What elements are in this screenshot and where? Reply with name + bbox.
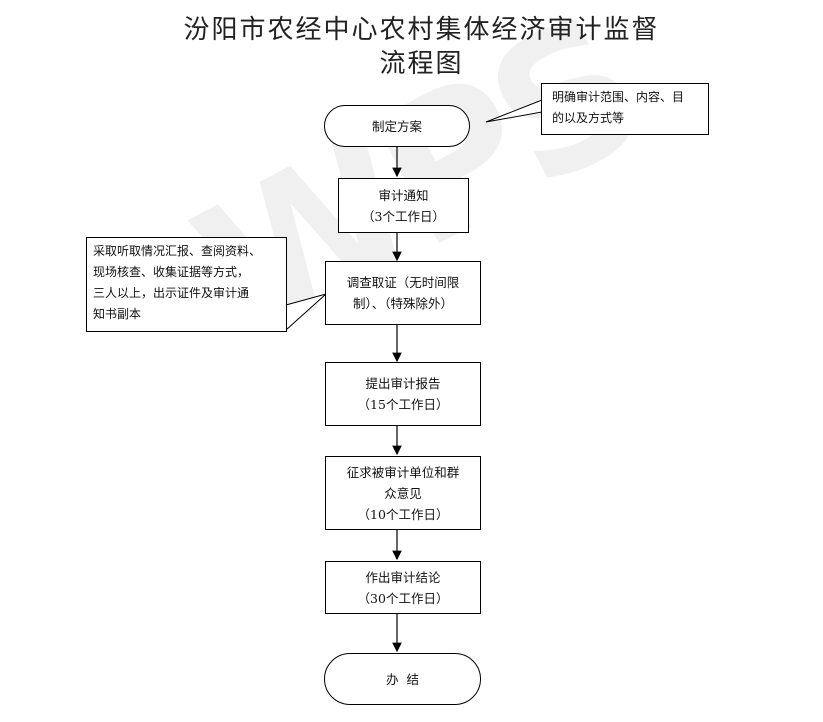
step-plan: 制定方案 — [324, 105, 470, 147]
diagram-title-line2: 流程图 — [379, 49, 464, 79]
step-opinion-line3: （10个工作日） — [357, 506, 449, 522]
note-plan-scope: 明确审计范围、内容、目 的以及方式等 — [541, 83, 709, 135]
step-opinion-line1: 征求被审计单位和群 — [346, 464, 460, 480]
note-investigate-method-line1: 采取听取情况汇报、查阅资料、 — [93, 244, 262, 258]
note-investigate-method: 采取听取情况汇报、查阅资料、 现场核查、收集证据等方式， 三人以上，出示证件及审… — [86, 237, 287, 332]
diagram-title: 汾阳市农经中心农村集体经济审计监督 — [183, 15, 660, 45]
note-investigate-method-line3: 三人以上，出示证件及审计通 — [93, 286, 250, 300]
step-investigate-line1: 调查取证（无时间限 — [346, 275, 460, 290]
step-report-line1: 提出审计报告 — [365, 376, 441, 391]
step-notice-line1: 审计通知 — [378, 187, 429, 203]
step-report-line2: （15个工作日） — [357, 397, 449, 412]
callout-pointer-left — [285, 293, 327, 332]
step-conclusion-line1: 作出审计结论 — [365, 569, 441, 585]
step-investigate-line2: 制）、（特殊除外） — [352, 296, 453, 311]
note-investigate-method-line2: 现场核查、收集证据等方式， — [93, 265, 250, 279]
note-plan-scope-line1: 明确审计范围、内容、目 — [552, 90, 685, 104]
step-opinion: 征求被审计单位和群 众意见 （10个工作日） — [325, 456, 481, 530]
step-report: 提出审计报告 （15个工作日） — [325, 362, 481, 426]
step-plan-line: 制定方案 — [371, 118, 422, 134]
step-close-line: 办 结 — [386, 671, 419, 687]
step-conclusion: 作出审计结论 （30个工作日） — [325, 561, 481, 614]
step-conclusion-line2: （30个工作日） — [357, 590, 449, 606]
step-close: 办 结 — [324, 653, 481, 705]
note-plan-scope-line2: 的以及方式等 — [552, 111, 625, 125]
callout-pointer-right — [485, 99, 543, 123]
step-notice-line2: （3个工作日） — [362, 208, 445, 224]
step-notice: 审计通知 （3个工作日） — [338, 178, 469, 233]
step-opinion-line2: 众意见 — [384, 485, 422, 501]
note-investigate-method-line4: 知书副本 — [93, 307, 142, 321]
step-investigate: 调查取证（无时间限 制）、（特殊除外） — [325, 261, 481, 325]
